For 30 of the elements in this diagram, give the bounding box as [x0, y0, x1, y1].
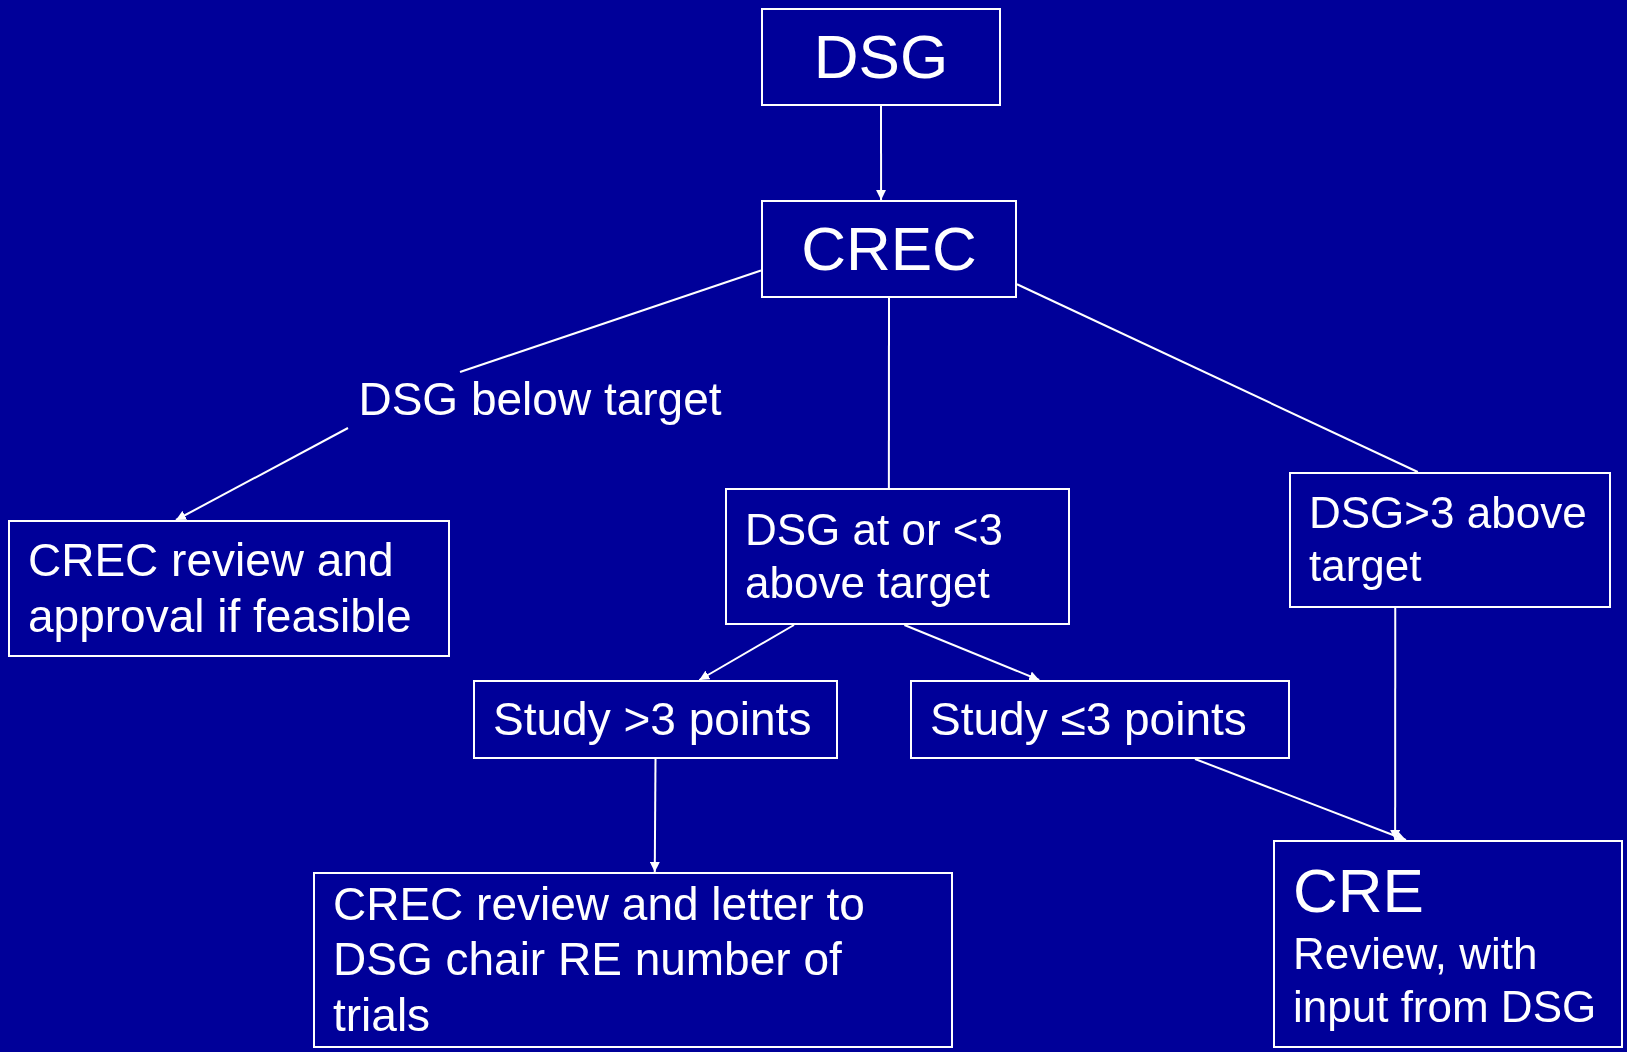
condition-box: [473, 680, 838, 759]
arrow: [1194, 758, 1407, 842]
box-text: CREC review and approval if feasible: [28, 533, 413, 644]
box-text: Review, with input from DSG: [1293, 928, 1598, 1034]
outcome-box: [313, 872, 953, 1048]
condition-box: [725, 488, 1070, 625]
box-heading: CRE: [1293, 855, 1424, 927]
box-text: CREC: [801, 212, 977, 285]
arrow: [649, 758, 660, 873]
arrow: [1390, 607, 1401, 841]
outcome-box: [8, 520, 450, 657]
arrow: [876, 105, 887, 201]
arrow: [903, 624, 1041, 681]
box-text: DSG at or <3 above target: [745, 503, 1004, 609]
connector-line: [887, 297, 890, 489]
box-text: Study >3 points: [493, 691, 812, 747]
arrow: [174, 427, 349, 521]
box-text: DSG: [813, 20, 949, 93]
condition-box: [1289, 472, 1611, 608]
outcome-box: [1273, 840, 1623, 1048]
connector-line: [459, 269, 762, 373]
connector-line: [1016, 283, 1419, 473]
box-text: CREC review and letter to DSG chair RE number of trials: [333, 877, 866, 1043]
branch-label: DSG below target: [358, 372, 722, 428]
box-text: Study ≤3 points: [930, 691, 1247, 747]
condition-box: [910, 680, 1290, 759]
process-box: [761, 200, 1017, 298]
box-text: DSG>3 above target: [1309, 487, 1588, 592]
arrow: [698, 624, 795, 681]
process-box: [761, 8, 1001, 106]
